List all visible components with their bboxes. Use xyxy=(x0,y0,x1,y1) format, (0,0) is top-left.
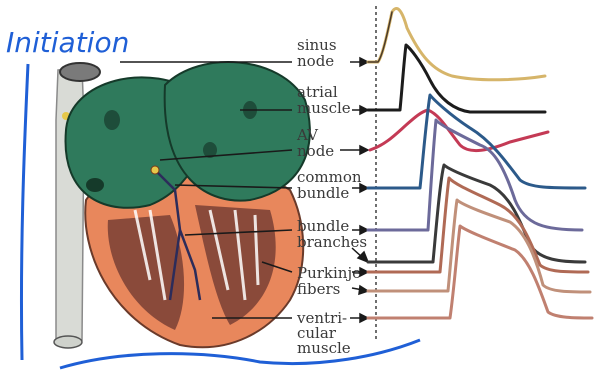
handwritten-scribble xyxy=(60,340,420,368)
trace-bundle-branches xyxy=(368,120,582,230)
arrow-atrial xyxy=(352,106,368,114)
action-potential-traces xyxy=(368,9,592,318)
vena-cava-top xyxy=(60,63,100,81)
arrow-av xyxy=(340,146,368,154)
arrow-sinus xyxy=(350,58,368,66)
trace-bundle-branches-2 xyxy=(368,165,585,262)
trace-purkinje-fibers xyxy=(368,178,588,272)
vena-cava-bottom xyxy=(54,336,82,348)
atrial-hole-1 xyxy=(86,178,104,192)
trace-purkinje-fibers-2 xyxy=(368,200,590,292)
handwritten-word: Initiation xyxy=(6,26,129,59)
trace-av-node xyxy=(370,110,548,151)
av-node-marker xyxy=(151,166,159,174)
trace-sinus-node xyxy=(368,9,545,80)
arrow-purkinje-2 xyxy=(352,286,368,294)
atrial-hole-2 xyxy=(104,110,120,130)
heart-illustration xyxy=(54,62,310,348)
handwritten-arrow xyxy=(21,64,28,360)
arrow-ventricular xyxy=(350,314,368,322)
